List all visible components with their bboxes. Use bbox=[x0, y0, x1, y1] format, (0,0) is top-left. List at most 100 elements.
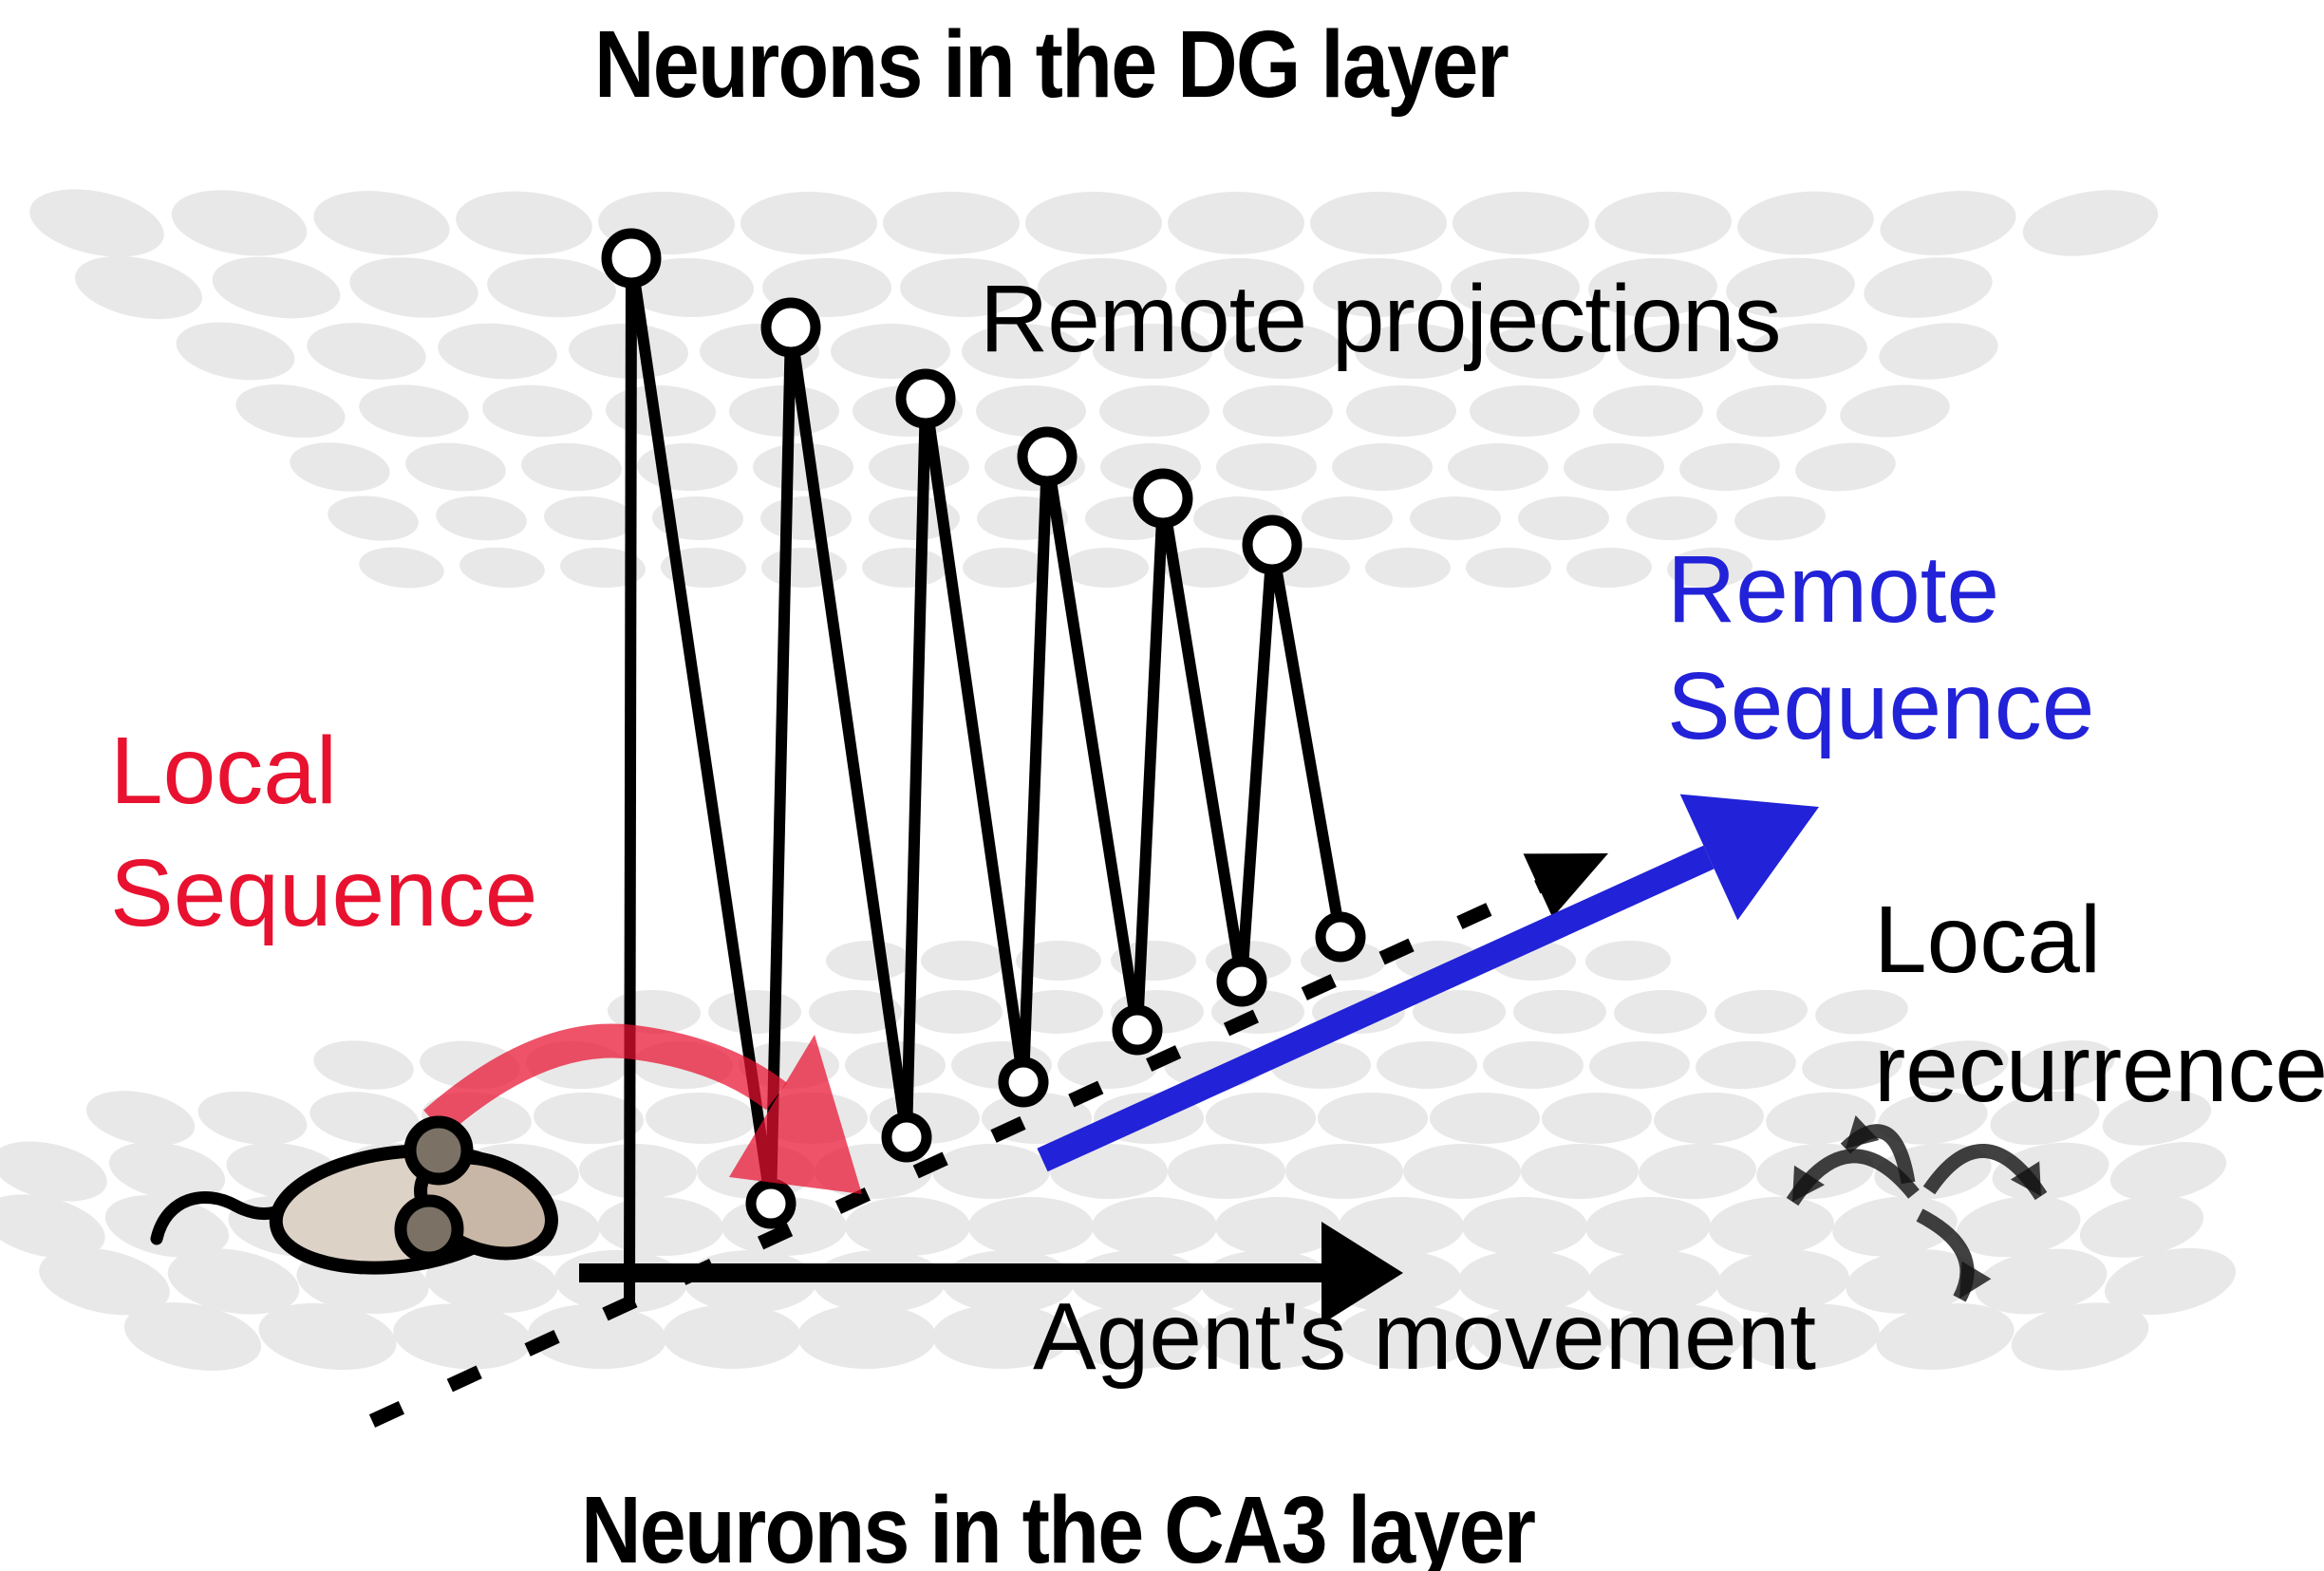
dg-neuron-node bbox=[1133, 468, 1193, 529]
agent-movement-arrowhead bbox=[1321, 1222, 1403, 1324]
dg-neuron-ellipse bbox=[75, 255, 202, 320]
remote-projection-links bbox=[601, 228, 1366, 1306]
mouse-tail bbox=[150, 1191, 293, 1245]
dg-neuron-ellipse bbox=[831, 324, 950, 379]
dg-neuron-ellipse bbox=[171, 190, 308, 256]
remote-sequence-arrow bbox=[1037, 794, 1819, 1172]
dg-neuron-ellipse bbox=[313, 191, 450, 255]
ca3-neuron-ellipse bbox=[809, 990, 902, 1034]
dg-neuron-ellipse bbox=[1617, 323, 1736, 380]
vertical-projection-line bbox=[901, 398, 931, 1138]
dg-neuron-ellipse bbox=[1595, 191, 1732, 255]
ca3-neuron-ellipse bbox=[1050, 1144, 1168, 1199]
ca3-neuron-ellipse bbox=[2109, 1142, 2227, 1201]
ca3-neuron-ellipse bbox=[1715, 989, 1808, 1035]
ca3-neuron-ellipse bbox=[1815, 989, 1908, 1035]
dg-neuron-node bbox=[1017, 426, 1078, 487]
dg-neuron-ellipse bbox=[482, 384, 592, 438]
ca3-neuron-ellipse bbox=[598, 1196, 723, 1257]
ca3-neuron-ellipse bbox=[797, 1304, 936, 1369]
ca3-neuron-ellipse bbox=[534, 1092, 644, 1145]
remote-sequence-shaft bbox=[1037, 845, 1715, 1172]
dg-neuron-ellipse bbox=[1410, 496, 1501, 540]
dg-neuron-ellipse bbox=[487, 257, 616, 318]
dg-neuron-ellipse bbox=[1795, 442, 1896, 492]
dg-neuron-ellipse bbox=[1313, 258, 1442, 317]
ca3-neuron-ellipse bbox=[1413, 990, 1506, 1034]
ca3-neuron-ellipse bbox=[932, 1144, 1050, 1199]
dg-neuron-ellipse bbox=[1840, 384, 1950, 438]
vertical-projection-line bbox=[1132, 497, 1169, 1031]
ca3-neuron-ellipse bbox=[1285, 1144, 1403, 1199]
ca3-neuron-ellipse bbox=[313, 1040, 414, 1090]
dg-neuron-ellipse bbox=[900, 258, 1029, 317]
ca3-neuron-ellipse bbox=[123, 1302, 262, 1371]
ca3-neuron-ellipse bbox=[1377, 1041, 1477, 1089]
dg-neuron-ellipse bbox=[1566, 547, 1652, 589]
dg-neuron-ellipse bbox=[1879, 323, 1998, 380]
ca3-neuron-ellipse bbox=[1716, 1249, 1849, 1314]
ca3-neuron-ellipse bbox=[1462, 1197, 1587, 1256]
dg-neuron-ellipse bbox=[976, 385, 1086, 437]
ca3-neuron-ellipse bbox=[1741, 1303, 1880, 1370]
dg-neuron-ellipse bbox=[1626, 496, 1717, 541]
ca3-neuron-ellipse bbox=[1403, 1144, 1521, 1199]
ca3-neuron-ellipse bbox=[826, 941, 911, 981]
dg-neuron-ellipse bbox=[290, 442, 390, 492]
dashed-trajectory-arrow bbox=[368, 853, 1608, 1428]
dg-neuron-ellipse bbox=[1588, 257, 1717, 318]
ca3-layer-neuron-field bbox=[0, 940, 2236, 1371]
vertical-projection-line bbox=[1236, 544, 1278, 982]
ca3-neuron-ellipse bbox=[646, 1092, 756, 1145]
local-recurrence-arrowhead bbox=[1959, 1261, 1992, 1299]
remote-sequence-arrowhead bbox=[1679, 794, 1819, 921]
ca3-neuron-ellipse bbox=[708, 989, 801, 1035]
ca3-neuron-ellipse bbox=[167, 1248, 300, 1315]
dg-neuron-ellipse bbox=[1864, 257, 1993, 318]
dg-neuron-ellipse bbox=[760, 496, 852, 540]
ca3-neuron-ellipse bbox=[1846, 1249, 1978, 1314]
ca3-neuron-node bbox=[1315, 911, 1366, 963]
ca3-neuron-ellipse bbox=[197, 1091, 308, 1146]
ca3-neuron-ellipse bbox=[39, 1247, 170, 1316]
dg-layer-neuron-field bbox=[29, 189, 2159, 589]
dg-neuron-ellipse bbox=[1726, 257, 1855, 318]
dg-neuron-ellipse bbox=[405, 442, 506, 492]
dg-neuron-ellipse bbox=[521, 442, 622, 492]
label-remote-sequence-line1: Remote bbox=[1667, 536, 2000, 643]
ca3-neuron-ellipse bbox=[1339, 1197, 1464, 1256]
ca3-neuron-ellipse bbox=[1513, 989, 1606, 1035]
ca3-neuron-ellipse bbox=[1585, 940, 1671, 982]
dg-neuron-ellipse bbox=[1466, 548, 1551, 588]
ca3-neuron-ellipse bbox=[1215, 1197, 1340, 1256]
ca3-neuron-ellipse bbox=[1585, 1196, 1711, 1257]
ca3-neuron-ellipse bbox=[1168, 1144, 1285, 1199]
ca3-neuron-ellipse bbox=[1010, 990, 1103, 1034]
dg-neuron-ellipse bbox=[1452, 192, 1589, 254]
dg-neuron-ellipse bbox=[544, 496, 635, 541]
ca3-neuron-ellipse bbox=[1471, 1304, 1610, 1369]
dg-neuron-ellipse bbox=[1038, 258, 1167, 317]
ca3-neuron-ellipse bbox=[2011, 1302, 2149, 1371]
local-recurrence-arrowhead bbox=[1792, 1165, 1825, 1202]
dg-neuron-ellipse bbox=[1667, 547, 1752, 589]
dg-neuron-ellipse bbox=[1518, 496, 1609, 541]
title-dg-layer: Neurons in the DG layer bbox=[594, 11, 1509, 118]
ca3-neuron-ellipse bbox=[2079, 1195, 2204, 1258]
dg-neuron-ellipse bbox=[436, 496, 527, 541]
ca3-neuron-ellipse bbox=[1878, 1092, 1988, 1145]
dg-neuron-ellipse bbox=[1470, 385, 1580, 437]
ca3-neuron-ellipse bbox=[1990, 1091, 2100, 1146]
dg-neuron-ellipse bbox=[349, 257, 478, 318]
ca3-neuron-ellipse bbox=[1606, 1303, 1745, 1370]
title-ca3-layer: Neurons in the CA3 layer bbox=[581, 1477, 1536, 1571]
dg-neuron-ellipse bbox=[1564, 442, 1664, 492]
dg-neuron-ellipse bbox=[1168, 192, 1304, 254]
ca3-neuron-ellipse bbox=[528, 1303, 666, 1370]
ca3-neuron-ellipse bbox=[1202, 1304, 1340, 1369]
ca3-neuron-ellipse bbox=[1975, 1248, 2108, 1315]
ca3-neuron-ellipse bbox=[1430, 1093, 1540, 1144]
ca3-neuron-ellipse bbox=[85, 1091, 196, 1146]
dg-neuron-ellipse bbox=[1451, 258, 1580, 317]
